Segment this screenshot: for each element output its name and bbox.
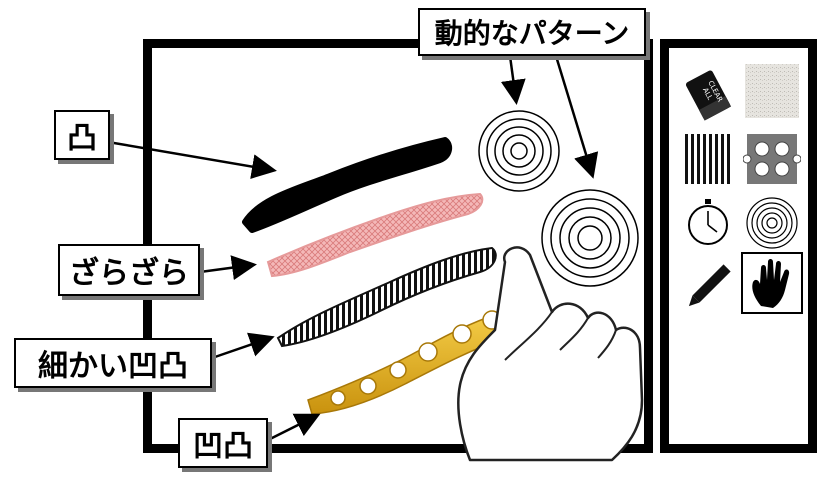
clear-all-button[interactable]: CLEAR ALL: [679, 66, 737, 124]
dynamic-pattern-small: [478, 110, 560, 192]
holes-icon: [743, 134, 801, 184]
concentric-circles-icon: [746, 197, 798, 249]
pen-icon: [688, 264, 731, 307]
arrow-rough: [199, 255, 257, 281]
stripes-icon: [683, 134, 733, 184]
rough-texture-button[interactable]: [743, 62, 801, 120]
pen-button[interactable]: [679, 258, 737, 316]
label-dynamic-pattern: 動的なパターン: [418, 8, 646, 56]
hand-finger-line: [504, 311, 617, 361]
label-bumps: 凹凸: [178, 418, 268, 468]
eraser-icon: [685, 70, 732, 121]
arrow-dynamic-small: [500, 55, 526, 105]
dynamic-pattern-large: [541, 189, 639, 287]
arrow-convex: [107, 140, 277, 179]
arrow-bumps: [267, 413, 321, 442]
tool-panel: CLEAR ALL: [660, 39, 817, 453]
label-fine-bumps: 細かい凹凸: [14, 338, 212, 388]
hand-button[interactable]: [741, 252, 803, 314]
stopwatch-icon: [688, 199, 728, 245]
fine-bumps-stroke: [276, 246, 497, 348]
hand-outline: [457, 246, 644, 462]
hand-icon: [752, 259, 790, 308]
convex-stroke: [242, 137, 453, 233]
arrow-fine-bumps: [211, 332, 275, 360]
rough-texture-icon: [745, 64, 799, 118]
dynamic-pattern-button[interactable]: [743, 194, 801, 252]
label-rough: ざらざら: [58, 244, 200, 296]
arrow-dynamic-large: [554, 55, 599, 179]
stripes-texture-button[interactable]: [679, 130, 737, 188]
timer-button[interactable]: [679, 194, 737, 252]
label-convex: 凸: [54, 110, 110, 160]
rough-stroke: [266, 192, 484, 278]
holes-texture-button[interactable]: [743, 130, 801, 188]
